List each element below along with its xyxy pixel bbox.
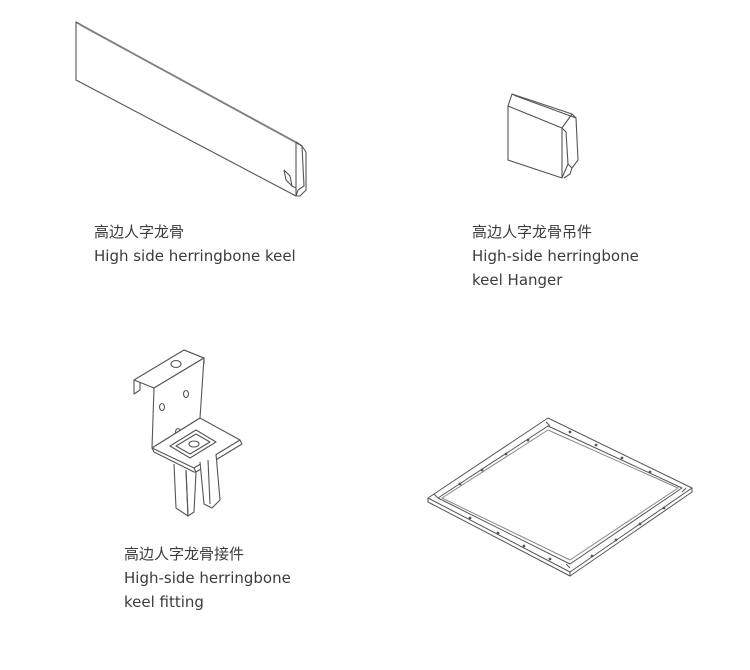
hanger-caption-en-2: keel Hanger bbox=[472, 271, 563, 289]
herringbone-keel-drawing bbox=[60, 10, 320, 210]
fitting-caption: 高边人字龙骨接件 High-side herringbone keel fitt… bbox=[124, 542, 291, 614]
hanger-caption-en-1: High-side herringbone bbox=[472, 247, 639, 265]
keel-caption: 高边人字龙骨 High side herringbone keel bbox=[94, 220, 296, 268]
hanger-caption: 高边人字龙骨吊件 High-side herringbone keel Hang… bbox=[472, 220, 639, 292]
fitting-caption-zh: 高边人字龙骨接件 bbox=[124, 545, 245, 563]
fitting-caption-en-1: High-side herringbone bbox=[124, 569, 291, 587]
hanger-caption-zh: 高边人字龙骨吊件 bbox=[472, 223, 593, 241]
keel-caption-en: High side herringbone keel bbox=[94, 247, 296, 265]
keel-fitting-drawing bbox=[128, 344, 258, 524]
keel-caption-zh: 高边人字龙骨 bbox=[94, 223, 185, 241]
keel-hanger-drawing bbox=[500, 88, 590, 188]
fitting-caption-en-2: keel fitting bbox=[124, 593, 204, 611]
square-frame-panel-drawing bbox=[420, 410, 700, 580]
